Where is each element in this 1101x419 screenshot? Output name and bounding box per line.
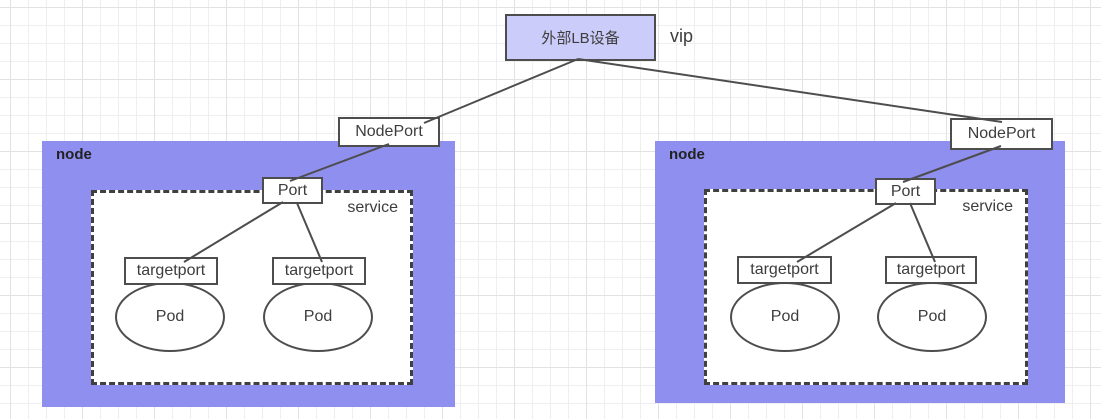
edge-lb-to-nodeport-left	[423, 58, 579, 124]
targetport-box-right-1: targetport	[737, 256, 832, 284]
external-lb-label: 外部LB设备	[541, 30, 620, 47]
pod-label-left-2: Pod	[303, 308, 333, 325]
port-label-left: Port	[277, 181, 308, 199]
targetport-label-right-1: targetport	[750, 261, 819, 278]
pod-ellipse-right-1: Pod	[730, 282, 840, 352]
targetport-box-left-2: targetport	[272, 257, 366, 285]
node-label-right: node	[669, 146, 705, 163]
pod-ellipse-left-1: Pod	[115, 282, 225, 352]
pod-label-left-1: Pod	[155, 308, 185, 325]
pod-ellipse-left-2: Pod	[263, 282, 373, 352]
service-label-right: service	[962, 198, 1013, 215]
targetport-box-right-2: targetport	[885, 256, 977, 284]
external-lb-box: 外部LB设备	[505, 14, 656, 61]
nodeport-label-left: NodePort	[355, 123, 423, 140]
targetport-box-left-1: targetport	[124, 257, 218, 285]
nodeport-box-right: NodePort	[950, 118, 1053, 150]
targetport-label-right-2: targetport	[896, 261, 966, 278]
pod-label-right-1: Pod	[770, 308, 800, 325]
edge-lb-to-nodeport-right	[577, 58, 1003, 123]
vip-label: vip	[670, 26, 694, 46]
port-label-right: Port	[890, 182, 921, 200]
port-box-right: Port	[875, 178, 936, 205]
targetport-label-left-2: targetport	[284, 262, 354, 279]
nodeport-box-left: NodePort	[338, 117, 440, 147]
nodeport-label-right: NodePort	[967, 125, 1036, 142]
pod-label-right-2: Pod	[917, 308, 947, 325]
node-label-left: node	[56, 146, 92, 163]
service-label-left: service	[347, 199, 398, 216]
service-group-right: service	[704, 189, 1028, 385]
targetport-label-left-1: targetport	[136, 262, 206, 279]
pod-ellipse-right-2: Pod	[877, 282, 987, 352]
port-box-left: Port	[262, 177, 323, 204]
